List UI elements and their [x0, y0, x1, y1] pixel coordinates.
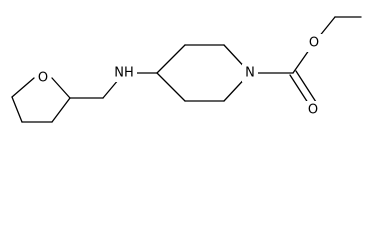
amine-backing — [111, 64, 137, 82]
ring-oxygen-label: O — [38, 71, 48, 86]
molecule-structure: O NH N O O — [11, 16, 362, 123]
ring-nitrogen-backing — [242, 64, 258, 82]
piperidine-ring — [156, 44, 251, 102]
tetrahydrofuran-ring — [11, 77, 71, 123]
carbonyl-oxygen-backing — [305, 101, 321, 119]
bond-pip-c3b-c4 — [156, 72, 186, 102]
ring-oxygen-backing — [35, 69, 51, 87]
ester-oxygen-label: O — [309, 36, 319, 51]
bond-thf-o-c2 — [51, 77, 71, 99]
bond-thf-c5-o — [11, 77, 35, 98]
bond-thf-c4-c5 — [11, 96, 23, 123]
amine-label: NH — [114, 66, 134, 81]
carbonyl-oxygen-label: O — [308, 103, 318, 118]
ester-oxygen-backing — [306, 34, 322, 52]
ring-nitrogen-label: N — [245, 66, 255, 81]
bond-pip-c4-c3a — [156, 44, 186, 74]
bond-carbonyl-c-o-double-2 — [295, 70, 317, 103]
bond-carbonyl-c-o-double-1 — [289, 74, 311, 107]
bond-thf-c2-c3 — [51, 97, 71, 123]
